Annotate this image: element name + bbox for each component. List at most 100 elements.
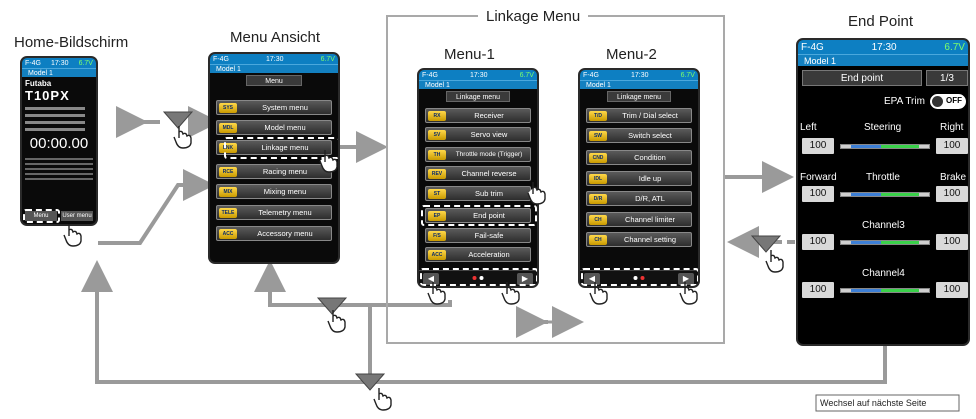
- channel3-left-value[interactable]: 100: [802, 234, 834, 250]
- channel3-bar: [840, 240, 930, 245]
- menu-view-title: Menu Ansicht: [230, 29, 321, 46]
- prev-page-button[interactable]: ◀: [423, 273, 439, 285]
- timer-display: 00:00.00: [29, 135, 89, 152]
- hand-tap-icon: [327, 310, 346, 333]
- channel3-label: Channel3: [862, 220, 905, 231]
- steering-right-value[interactable]: 100: [936, 138, 968, 154]
- prev-page-button[interactable]: ◀: [584, 273, 600, 285]
- throttle-icon: TH: [428, 150, 446, 160]
- model-name: Model 1: [580, 80, 698, 89]
- home-screen: F-4G 17:30 6.7V Model 1 Futaba T10PX 00:…: [20, 56, 98, 226]
- brand-label: Futaba: [25, 79, 52, 88]
- linkage-icon: LNK: [219, 143, 237, 153]
- channel4-label: Channel4: [862, 268, 905, 279]
- acceleration-icon: ACC: [428, 250, 446, 260]
- telemetry-list: [25, 158, 93, 180]
- receiver-icon: RX: [428, 111, 446, 121]
- throttle-bar: [840, 192, 930, 197]
- menu1-nav-highlight: [420, 268, 537, 286]
- steering-right-label: Right: [940, 122, 964, 133]
- trim-dial-icon: T/D: [589, 111, 607, 121]
- model-name: Model 1: [419, 80, 537, 89]
- channel3-right-value[interactable]: 100: [936, 234, 968, 250]
- channel4-left-value[interactable]: 100: [802, 282, 834, 298]
- hand-tap-icon: [765, 250, 784, 273]
- steering-left-label: Left: [800, 122, 817, 133]
- battery-level: 6.7V: [78, 59, 93, 67]
- hand-tap-icon: [427, 282, 446, 305]
- throttle-right-label: Brake: [940, 172, 967, 183]
- home-button-icon: [750, 235, 782, 253]
- servo-view-icon: SV: [428, 130, 446, 140]
- hand-tap-icon: [173, 126, 192, 149]
- hand-tap-icon: [373, 388, 392, 411]
- hand-tap-icon: [679, 282, 698, 305]
- throttle-left-value[interactable]: 100: [802, 186, 834, 202]
- endpoint-header: End point: [802, 70, 922, 86]
- throttle-right-value[interactable]: 100: [936, 186, 968, 202]
- menu1-title: Menu-1: [444, 46, 495, 63]
- steering-left-value[interactable]: 100: [802, 138, 834, 154]
- menu1-header: Linkage menu: [446, 91, 510, 102]
- mixing-icon: MIX: [219, 187, 237, 197]
- dr-atl-icon: D/R: [589, 194, 607, 204]
- status-time: 17:30: [51, 59, 69, 67]
- home-button-icon: [162, 111, 194, 129]
- menu2-nav-highlight: [581, 268, 698, 286]
- hand-tap-icon: [589, 282, 608, 305]
- channel-limiter-icon: CH: [589, 215, 607, 225]
- user-menu-button[interactable]: User menu: [61, 211, 93, 221]
- hand-tap-icon: [63, 224, 82, 247]
- menu-button[interactable]: Menu: [25, 211, 57, 221]
- status-bar: F-4G 17:30 6.7V: [22, 58, 96, 68]
- throttle-left-label: Forward: [800, 172, 837, 183]
- model-icon: MDL: [219, 123, 237, 133]
- status-bar: F-4G 17:30 6.7V: [580, 70, 698, 80]
- channel4-right-value[interactable]: 100: [936, 282, 968, 298]
- menu2-nav-bar: ◀ ▶: [580, 270, 698, 286]
- page-change-note: Wechsel auf nächste Seite: [820, 398, 927, 408]
- hand-tap-icon: [527, 182, 546, 205]
- model-name: Model 1: [798, 54, 968, 66]
- telemetry-icon: TELE: [219, 208, 237, 218]
- menu2-screen: F-4G 17:30 6.7V Model 1 Linkage menu T/D…: [578, 68, 700, 288]
- racing-icon: RCE: [219, 167, 237, 177]
- steering-label: Steering: [864, 122, 902, 133]
- hand-tap-icon: [319, 150, 338, 173]
- epa-trim-toggle[interactable]: OFF: [930, 94, 966, 109]
- switch-icon: SW: [589, 131, 607, 141]
- hand-tap-icon: [501, 282, 520, 305]
- end-point-icon: EP: [428, 211, 446, 221]
- throttle-label: Throttle: [866, 172, 900, 183]
- page-indicator: 1/3: [926, 70, 968, 86]
- next-page-button[interactable]: ▶: [678, 273, 694, 285]
- sub-trim-icon: ST: [428, 189, 446, 199]
- status-mode: F-4G: [25, 59, 41, 67]
- accessory-icon: ACC: [219, 229, 237, 239]
- next-page-button[interactable]: ▶: [517, 273, 533, 285]
